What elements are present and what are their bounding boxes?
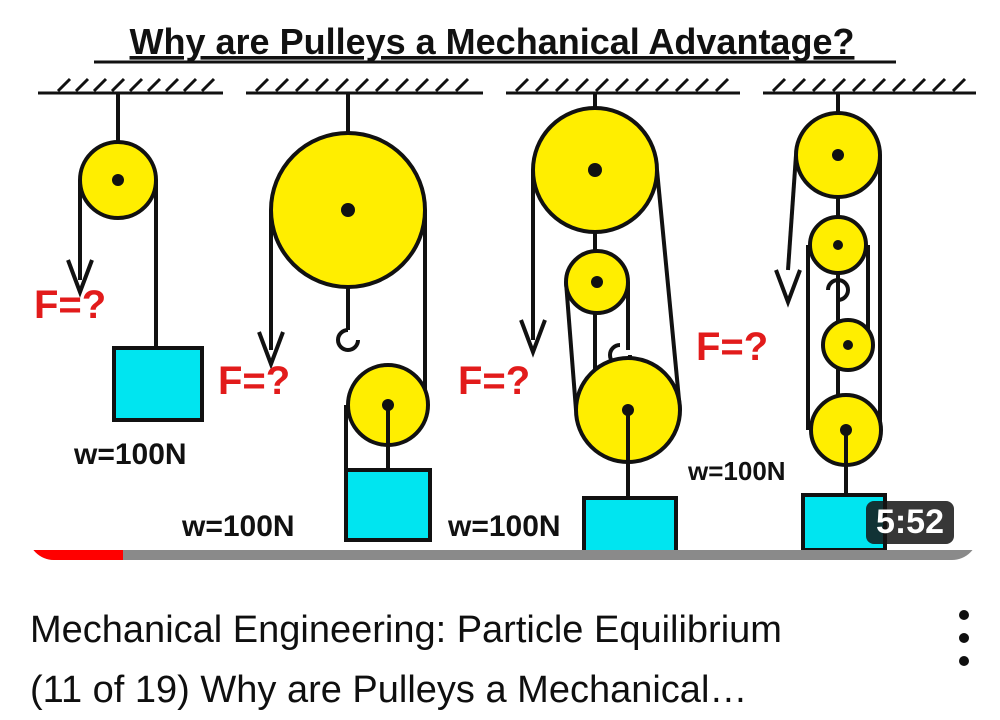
pulley-system-2: F=? w=100N	[181, 93, 432, 543]
force-arrow-icon	[519, 319, 547, 358]
weight-label-1: w=100N	[73, 438, 187, 471]
force-arrow-icon	[774, 269, 802, 308]
more-options-button[interactable]	[944, 606, 984, 670]
force-label-3: F=?	[458, 359, 530, 403]
video-title[interactable]: Mechanical Engineering: Particle Equilib…	[30, 600, 890, 720]
ceiling-supports	[38, 77, 976, 95]
watch-progress-bar	[28, 550, 978, 560]
weight-block	[344, 468, 432, 542]
duration-badge: 5:52	[865, 501, 954, 544]
weight-label-2: w=100N	[181, 510, 295, 543]
hook-icon	[336, 328, 360, 352]
video-title-line-2: (11 of 19) Why are Pulleys a Mechanical…	[30, 669, 748, 711]
force-label-1: F=?	[34, 283, 106, 327]
pulley-system-4: F=? w=100N	[687, 93, 887, 552]
force-label-4: F=?	[696, 325, 768, 369]
video-thumbnail[interactable]: Why are Pulleys a Mechanical Advantage?	[28, 20, 978, 560]
pulley-system-1: F=? w=100N	[34, 93, 204, 471]
video-title-line-1: Mechanical Engineering: Particle Equilib…	[30, 609, 782, 651]
pulley-system-3: F=? w=100N	[447, 93, 682, 560]
force-arrow-icon	[257, 331, 285, 370]
weight-label-3: w=100N	[447, 510, 561, 543]
kebab-vertical-icon	[959, 656, 969, 666]
weight-label-4: w=100N	[687, 456, 786, 486]
force-arrow-icon	[66, 259, 94, 298]
kebab-vertical-icon	[959, 610, 969, 620]
pulley-diagram: Why are Pulleys a Mechanical Advantage?	[34, 21, 976, 560]
weight-block	[582, 496, 678, 560]
thumbnail-heading: Why are Pulleys a Mechanical Advantage?	[130, 21, 855, 62]
kebab-vertical-icon	[959, 633, 969, 643]
weight-block	[112, 346, 204, 422]
hook-icon	[826, 278, 850, 302]
watch-progress-fill	[28, 550, 123, 560]
force-label-2: F=?	[218, 359, 290, 403]
